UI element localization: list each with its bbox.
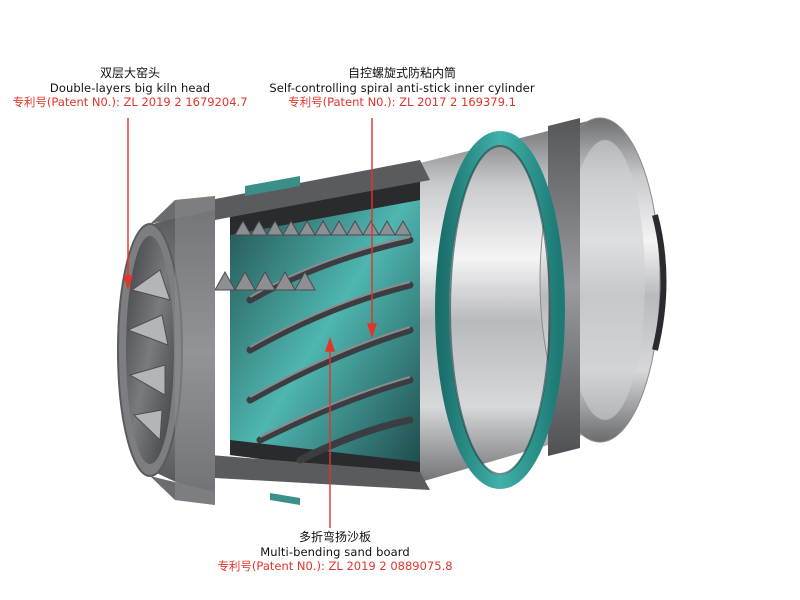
sawtooth-liner [214, 219, 412, 292]
cutaway-wall-bottom [210, 455, 430, 490]
spiral-flights [246, 236, 414, 464]
cutaway-wall-top [210, 160, 430, 220]
teal-riding-ring [435, 131, 565, 489]
top-flange [245, 176, 300, 196]
sand-board-patent: 专利号(Patent N0.): ZL 2019 2 0889075.8 [217, 559, 453, 574]
label-spiral-cylinder: 自控螺旋式防粘内筒 Self-controlling spiral anti-s… [262, 66, 542, 110]
kiln-head-band [175, 196, 215, 505]
spiral-cylinder-title-cn: 自控螺旋式防粘内筒 [347, 66, 456, 80]
sand-board-title-en: Multi-bending sand board [260, 545, 410, 559]
sand-board-title-cn: 多折弯扬沙板 [298, 530, 371, 544]
spiral-cylinder-title-en: Self-controlling spiral anti-stick inner… [269, 81, 535, 95]
kiln-head-lifters [126, 269, 171, 442]
kiln-head-title-en: Double-layers big kiln head [49, 81, 211, 95]
kiln-head-patent: 专利号(Patent N0.): ZL 2019 2 1679204.7 [12, 95, 248, 110]
kiln-head-title-cn: 双层大窑头 [99, 66, 160, 80]
spiral-cylinder-patent: 专利号(Patent N0.): ZL 2017 2 169379.1 [288, 95, 516, 110]
callout-arrows [123, 118, 377, 528]
label-sand-board: 多折弯扬沙板 Multi-bending sand board 专利号(Pate… [200, 530, 470, 574]
label-kiln-head: 双层大窑头 Double-layers big kiln head 专利号(Pa… [10, 66, 250, 110]
